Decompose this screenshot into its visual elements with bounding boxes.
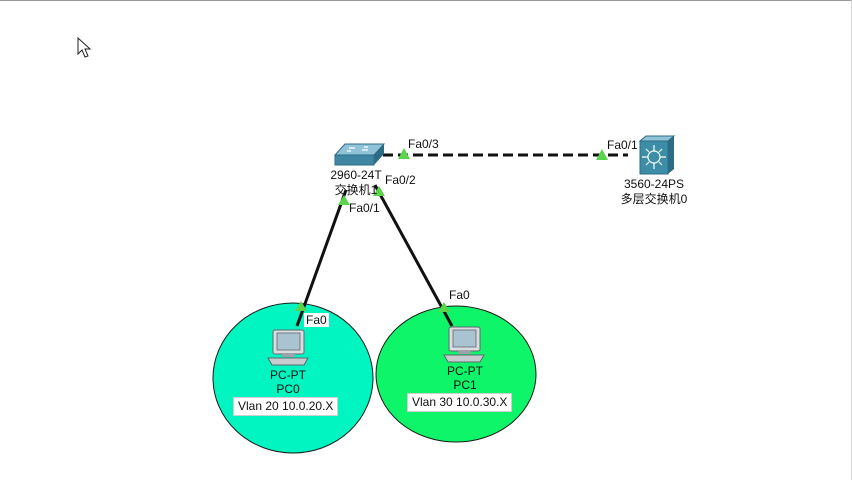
port-label: Fa0 bbox=[449, 288, 470, 302]
device-name-label: 交换机1 bbox=[334, 183, 378, 197]
port-label: Fa0/1 bbox=[607, 138, 638, 152]
link-switch-to-pc0[interactable] bbox=[295, 189, 348, 327]
link-switch-to-pc1[interactable] bbox=[373, 184, 454, 327]
port-label: Fa0/3 bbox=[408, 137, 439, 151]
mouse-pointer-icon bbox=[77, 36, 92, 58]
device-model-label: PC-PT bbox=[447, 364, 483, 378]
device-model-label: PC-PT bbox=[270, 368, 306, 382]
vlan-note[interactable]: Vlan 20 10.0.20.X bbox=[233, 397, 339, 416]
port-label: Fa0/2 bbox=[385, 173, 416, 187]
device-name-label: PC1 bbox=[453, 378, 477, 392]
window-top-border bbox=[0, 0, 852, 1]
switch-icon[interactable] bbox=[333, 143, 386, 166]
port-up-indicator bbox=[398, 148, 410, 159]
device-name-label: PC0 bbox=[276, 382, 300, 396]
port-up-indicator bbox=[438, 302, 450, 312]
pc-icon[interactable] bbox=[267, 329, 309, 366]
port-label: Fa0/1 bbox=[349, 201, 380, 215]
device-name-label: 多层交换机0 bbox=[620, 192, 688, 206]
port-label: Fa0 bbox=[304, 313, 329, 327]
port-up-indicator bbox=[596, 149, 608, 160]
port-up-indicator bbox=[338, 195, 350, 205]
port-up-indicator bbox=[295, 301, 307, 311]
device-model-label: 2960-24T bbox=[330, 168, 382, 182]
vlan-note[interactable]: Vlan 30 10.0.30.X bbox=[407, 393, 513, 412]
multilayer-switch-icon[interactable] bbox=[638, 135, 676, 175]
port-up-indicator bbox=[373, 186, 385, 196]
device-model-label: 3560-24PS bbox=[623, 177, 685, 191]
pc-icon[interactable] bbox=[443, 326, 485, 363]
